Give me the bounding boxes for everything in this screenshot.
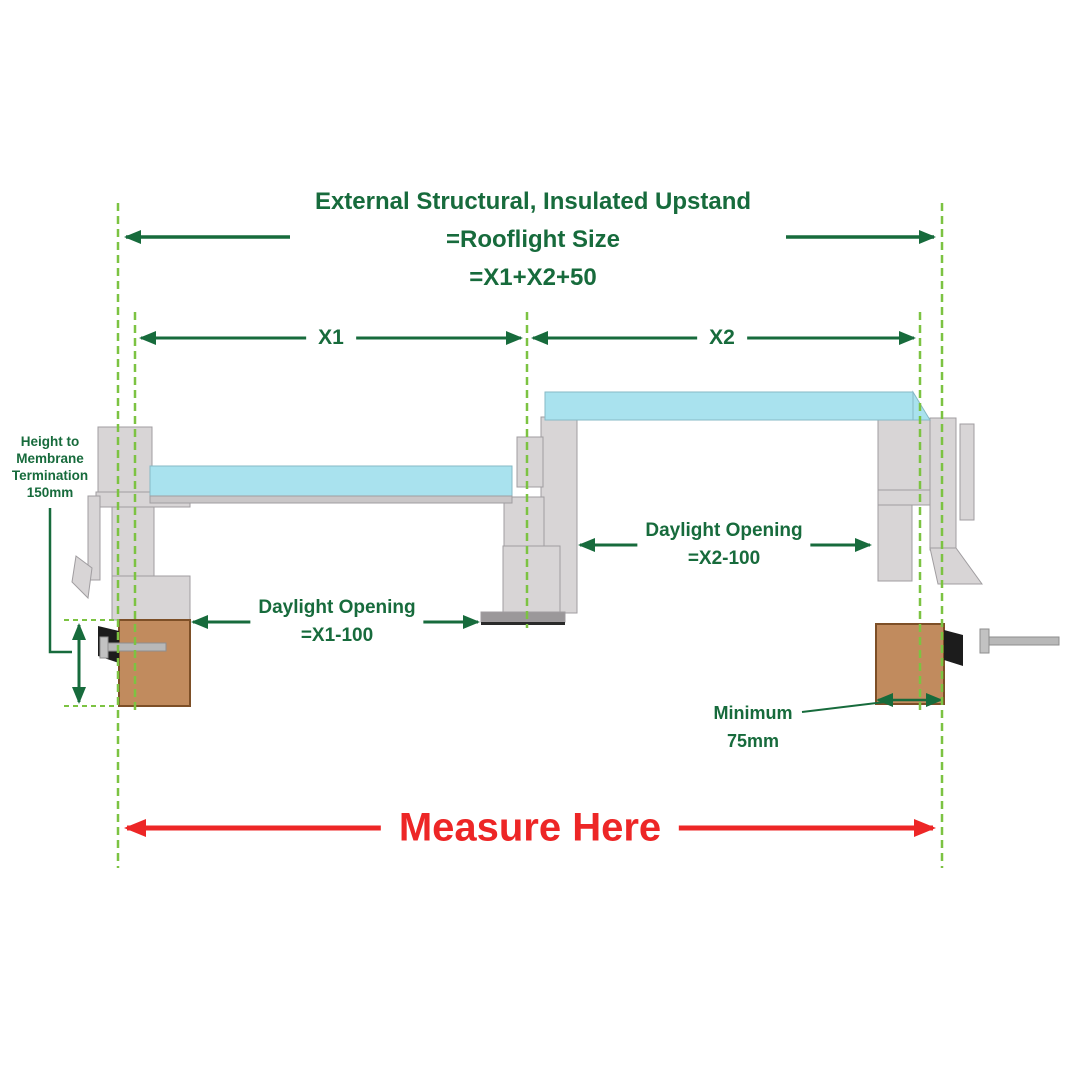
height-label-line-2: Membrane	[16, 451, 84, 466]
screw-left	[99, 636, 167, 659]
screw-right	[979, 628, 1060, 654]
title-line-3: =X1+X2+50	[469, 264, 597, 291]
frame-middle	[480, 416, 578, 625]
minimum-75mm-label: Minimum 75mm	[707, 699, 799, 755]
daylight-x2-line-1: Daylight Opening	[645, 520, 803, 541]
glass-panel-right	[544, 390, 931, 421]
x2-dimension-label: X2	[697, 326, 747, 350]
height-to-membrane-label: Height to Membrane Termination 150mm	[2, 433, 98, 501]
membrane-right	[944, 630, 963, 666]
daylight-opening-x2-label: Daylight Opening =X2-100	[637, 517, 811, 573]
daylight-x2-line-2: =X2-100	[687, 548, 761, 569]
minimum-line-2: 75mm	[726, 731, 780, 751]
daylight-x1-line-2: =X1-100	[300, 625, 374, 646]
height-label-line-1: Height to	[20, 434, 80, 449]
daylight-opening-x1-label: Daylight Opening =X1-100	[250, 594, 424, 650]
dashed-guides	[64, 203, 944, 868]
height-label-line-4: 150mm	[26, 485, 74, 500]
frame-right	[877, 417, 983, 585]
measure-here-label: Measure Here	[380, 805, 680, 851]
glass-panel-left	[149, 465, 513, 504]
diagram-title: External Structural, Insulated Upstand =…	[315, 183, 751, 297]
title-line-1: External Structural, Insulated Upstand	[314, 188, 752, 215]
timber-upstand-left	[118, 619, 191, 707]
minimum-line-1: Minimum	[713, 703, 793, 723]
height-label-line-3: Termination	[11, 468, 89, 483]
daylight-x1-line-1: Daylight Opening	[258, 597, 416, 618]
title-line-2: =Rooflight Size	[446, 226, 620, 253]
x1-dimension-label: X1	[306, 326, 356, 350]
timber-upstand-right	[875, 623, 945, 705]
